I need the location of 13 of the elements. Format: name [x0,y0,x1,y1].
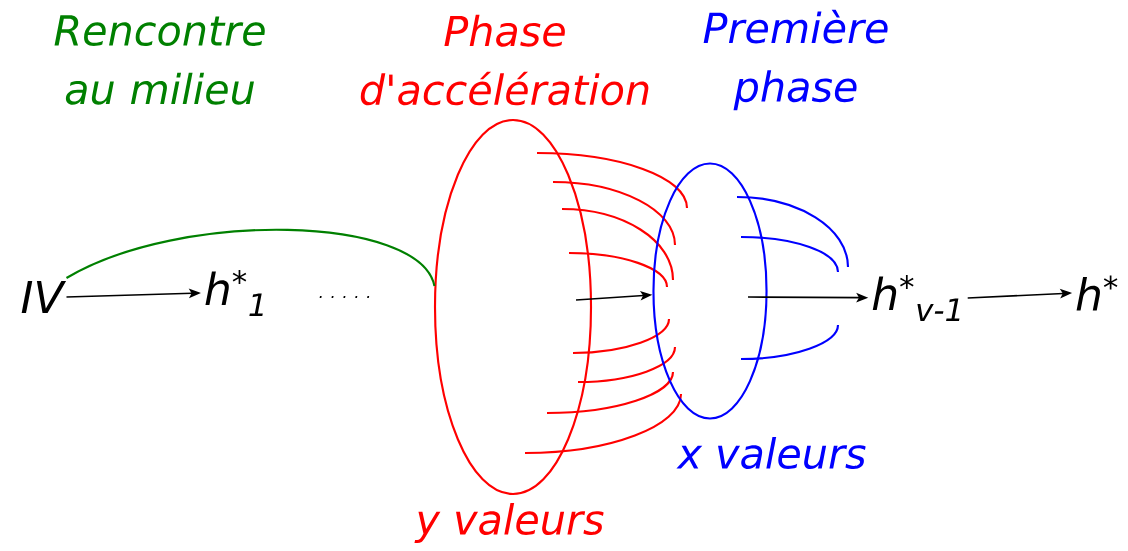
heading-text: x valeurs [676,437,866,469]
curve-line [66,228,436,287]
heading-text: Première phase [703,9,888,111]
math-term: IV [21,280,67,314]
ellipse [652,162,768,420]
math-term: h$^{*}$ [1076,275,1118,311]
heading-text: y valeurs [414,503,604,543]
heading-text: Phase d'accélération [360,14,649,106]
dotted-ellipsis: . . . . . [319,296,370,298]
math-term: h$^{*}$v-1 [872,275,960,321]
ellipse [433,118,593,496]
math-term: h$^{*}$1 [205,270,263,316]
heading-text: Rencontre au milieu [54,15,265,105]
